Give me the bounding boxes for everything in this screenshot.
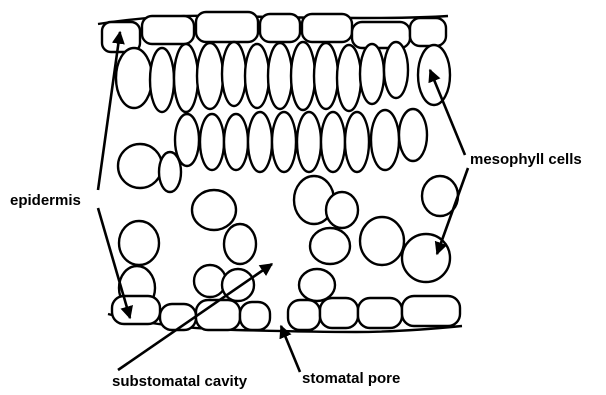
epidermis-cell [402, 296, 460, 326]
mesophyll-cell [194, 265, 226, 297]
palisade-cell [345, 112, 369, 172]
arrow-epidermis-upper [98, 32, 120, 190]
epidermis-cell [260, 14, 300, 42]
palisade-cell [197, 43, 223, 109]
palisade-cell [418, 45, 450, 105]
epidermis-cell [358, 298, 402, 328]
palisade-cell [245, 44, 269, 108]
mesophyll-cell [326, 192, 358, 228]
epidermis-cell [320, 298, 358, 328]
epidermis-cell [302, 14, 352, 42]
palisade-cell [222, 42, 246, 106]
palisade-cell [360, 44, 384, 104]
epidermis-cell [410, 18, 446, 46]
palisade-cell [297, 112, 321, 172]
mesophyll-cell [119, 221, 159, 265]
epidermis-cell [160, 304, 196, 330]
palisade-cell [371, 110, 399, 170]
label-mesophyll-cells: mesophyll cells [470, 152, 582, 167]
arrow-stomatal-pore [281, 326, 300, 372]
palisade-layer-upper [116, 42, 450, 112]
epidermis-cell [142, 16, 194, 44]
mesophyll-cell [360, 217, 404, 265]
label-epidermis: epidermis [10, 193, 81, 208]
palisade-cell [150, 48, 174, 112]
palisade-cell [314, 43, 338, 109]
palisade-cell [224, 114, 248, 170]
epidermis-cell [112, 296, 160, 324]
spongy-mesophyll [119, 176, 458, 310]
palisade-cell [200, 114, 224, 170]
epidermis-cell [196, 12, 258, 42]
palisade-cell [268, 43, 292, 109]
mesophyll-cell [224, 224, 256, 264]
palisade-cell [116, 48, 152, 108]
mesophyll-cell [192, 190, 236, 230]
palisade-cell [272, 112, 296, 172]
label-substomatal-cavity: substomatal cavity [112, 374, 247, 389]
lower-epidermis [112, 296, 460, 330]
palisade-layer-lower [118, 109, 427, 192]
mesophyll-cell [299, 269, 335, 301]
palisade-cell [384, 42, 408, 98]
mesophyll-cell [159, 152, 181, 192]
palisade-cell [174, 44, 198, 112]
mesophyll-cell [118, 144, 162, 188]
palisade-cell [337, 45, 361, 111]
label-stomatal-pore: stomatal pore [302, 371, 400, 386]
mesophyll-cell [310, 228, 350, 264]
guard-cell [240, 302, 270, 330]
palisade-cell [248, 112, 272, 172]
palisade-cell [291, 42, 315, 110]
palisade-cell [399, 109, 427, 161]
epidermis-cell [196, 300, 240, 330]
guard-cell [288, 300, 320, 330]
palisade-cell [321, 112, 345, 172]
